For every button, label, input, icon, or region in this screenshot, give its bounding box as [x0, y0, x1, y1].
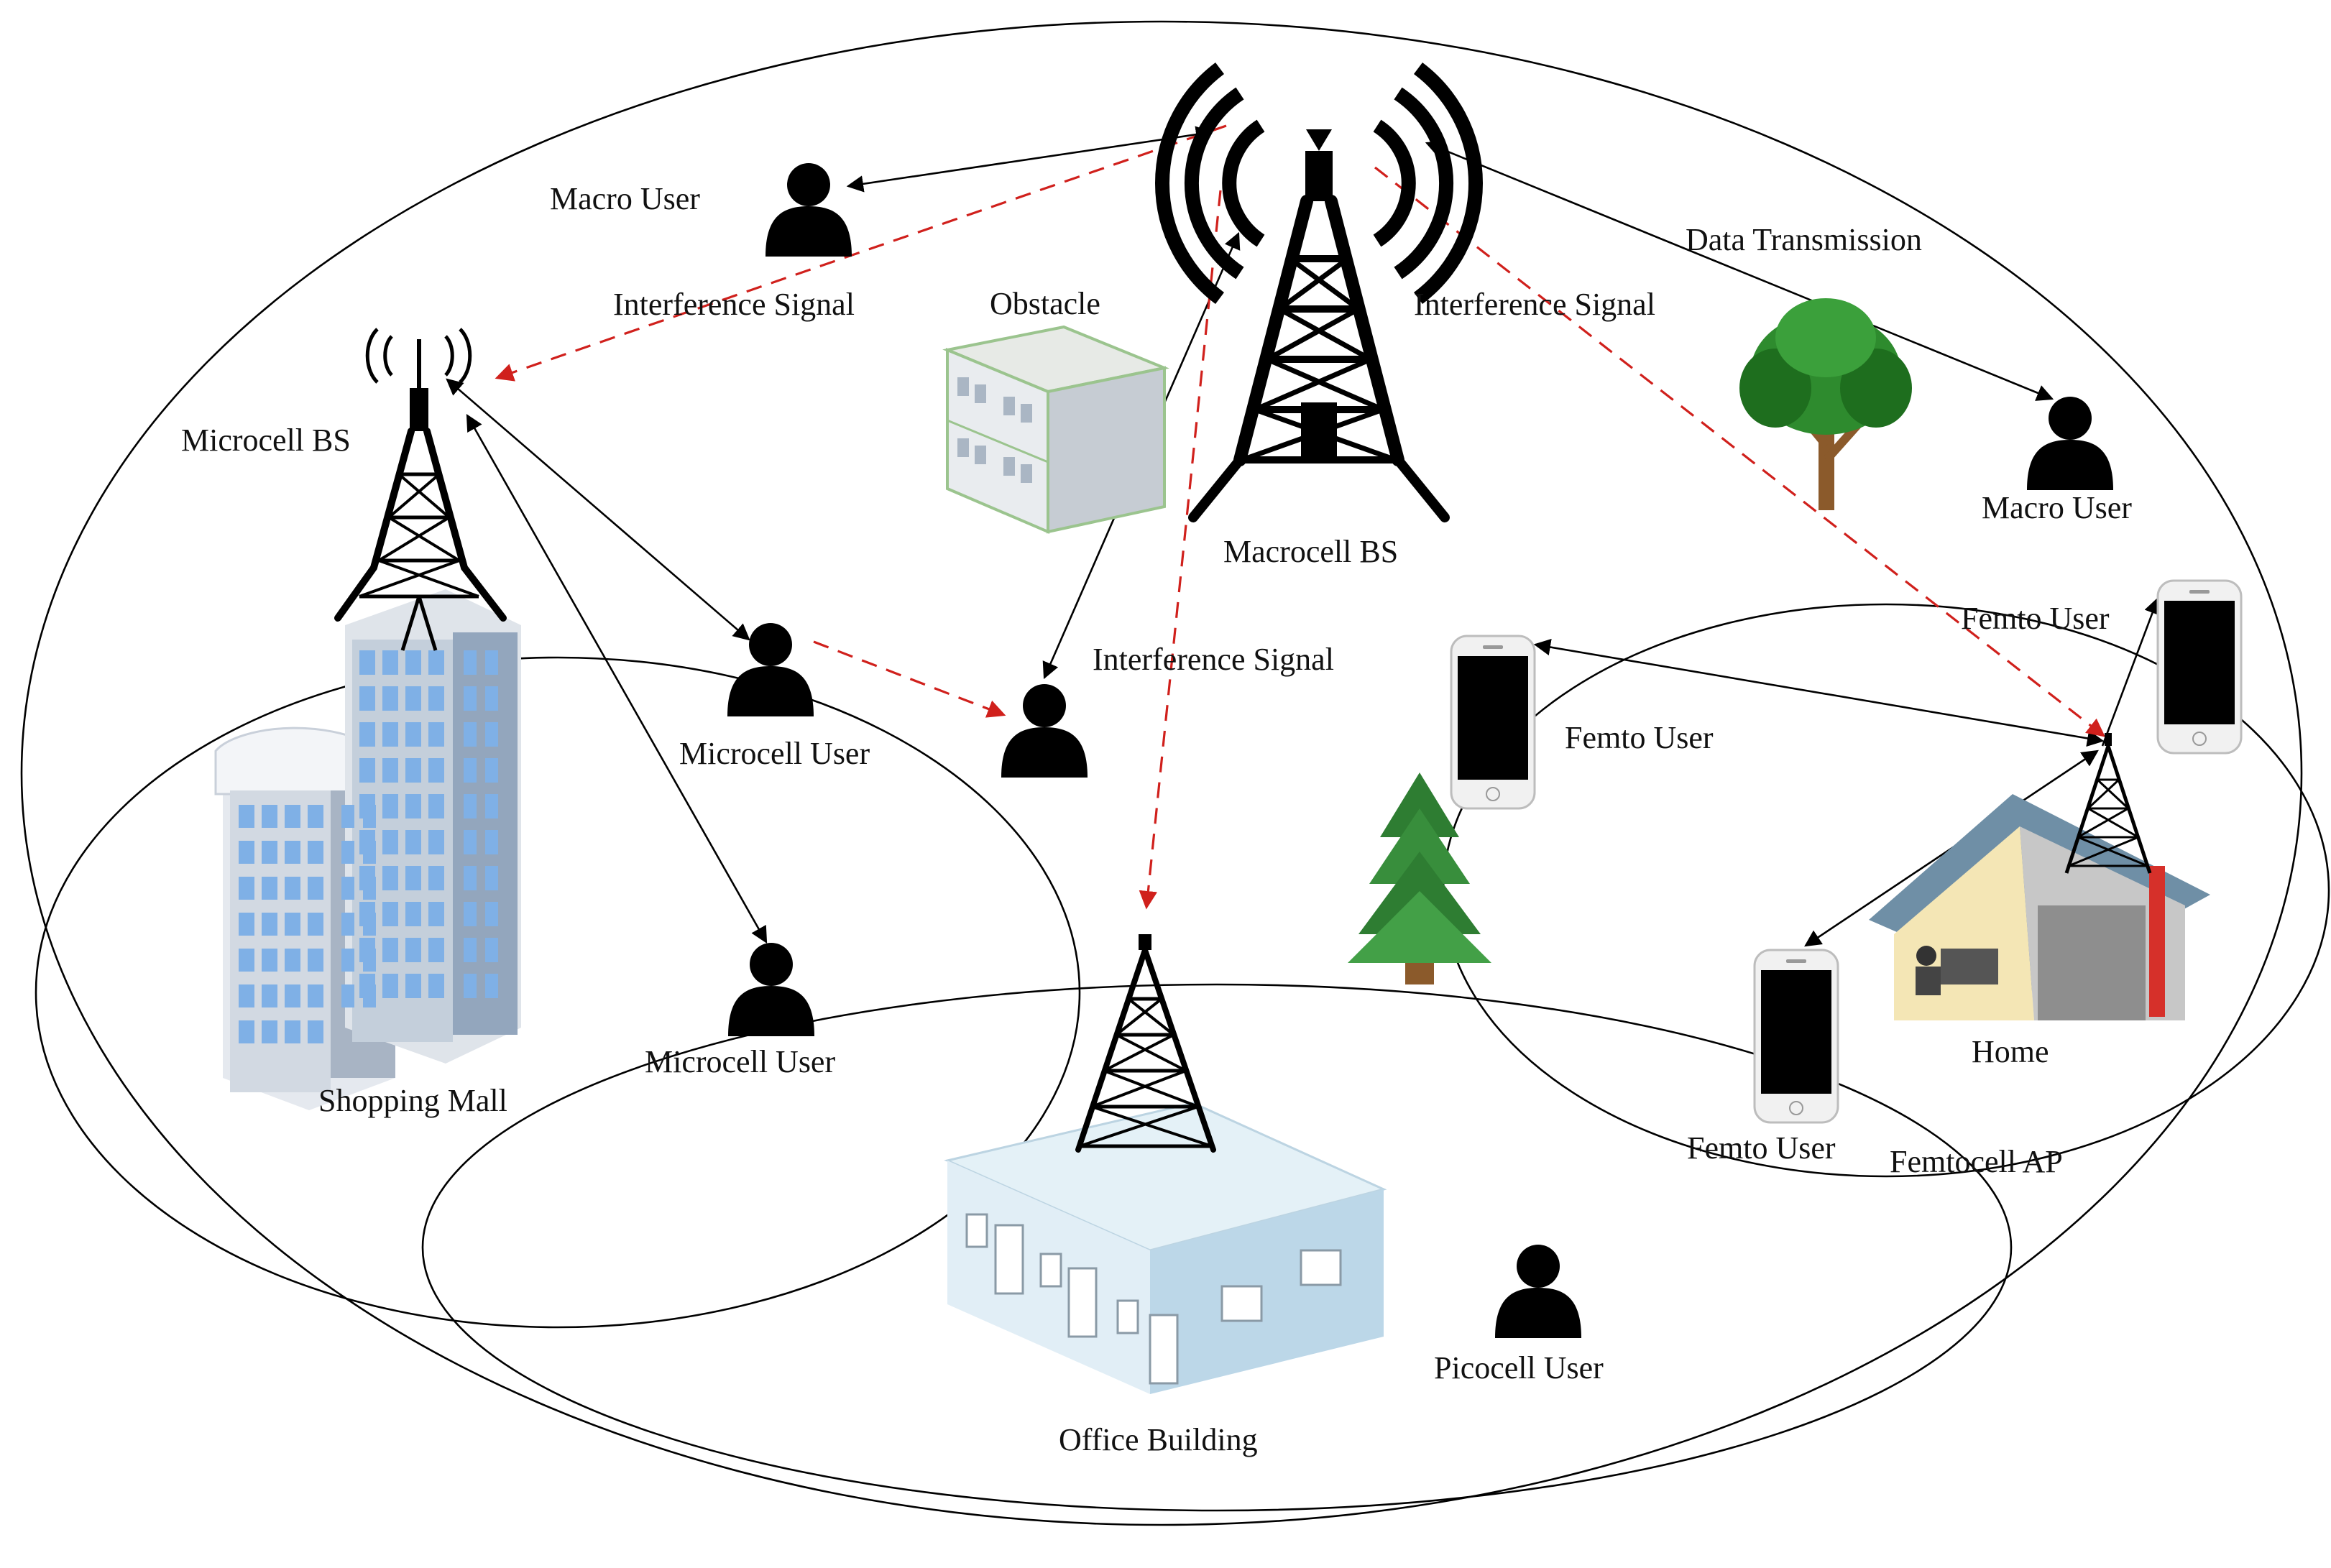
label-femto-user-3: Femto User	[1687, 1130, 1836, 1166]
link-femto-ap-user-1	[1533, 638, 2105, 747]
label-microcell-user-1: Microcell User	[679, 736, 870, 771]
label-interference-right: Interference Signal	[1414, 287, 1655, 322]
interference-to-picocell-bs	[1139, 190, 1222, 910]
label-femtocell-ap: Femtocell AP	[1890, 1144, 2063, 1179]
deciduous-tree-icon	[1739, 298, 1912, 510]
obstacle-building-icon	[942, 325, 1169, 535]
shopping-mall-building-icon	[214, 589, 521, 1110]
label-office-building: Office Building	[1059, 1422, 1258, 1457]
label-picocell-user: Picocell User	[1434, 1350, 1604, 1385]
macrocell-boundary	[20, 20, 2303, 1526]
label-macro-user-1: Macro User	[550, 181, 700, 216]
label-home: Home	[1972, 1034, 2049, 1069]
label-macro-user-2: Macro User	[1982, 490, 2132, 525]
label-shopping-mall: Shopping Mall	[318, 1083, 507, 1118]
label-data-transmission: Data Transmission	[1686, 222, 1922, 257]
label-obstacle: Obstacle	[990, 286, 1100, 321]
microcell-user-1-person-icon	[727, 623, 814, 716]
label-microcell-user-2: Microcell User	[645, 1044, 835, 1079]
picocell-boundary	[421, 983, 2013, 1512]
femto-user-1-phone-icon	[1450, 635, 1536, 810]
label-macrocell-bs: Macrocell BS	[1223, 534, 1398, 569]
link-microcell-bs-user-2	[466, 413, 768, 944]
interference-to-microcell-bs	[495, 124, 1227, 382]
label-interference-center: Interference Signal	[1093, 642, 1334, 677]
label-interference-left: Interference Signal	[613, 287, 855, 322]
picocell-user-person-icon	[1495, 1245, 1581, 1338]
microcell-boundary	[35, 656, 1081, 1329]
picocell-bs-tower-icon	[1075, 934, 1216, 1153]
microcell-bs-tower-icon	[334, 328, 507, 651]
femtocell-ap-tower-icon	[2064, 733, 2152, 874]
femto-user-3-phone-icon	[1753, 949, 1839, 1124]
macro-user-2-person-icon	[2027, 397, 2113, 490]
link-macro-bs-macro-user-2	[1425, 141, 2054, 401]
link-macro-bs-macro-user-1	[846, 126, 1213, 193]
label-femto-user-2: Femto User	[1961, 601, 2110, 636]
label-femto-user-1: Femto User	[1565, 720, 1714, 755]
macrocell-bs-tower-icon	[1155, 63, 1483, 522]
microcell-user-2-person-icon	[728, 943, 814, 1036]
pine-tree-icon	[1348, 773, 1491, 984]
home-house-icon	[1869, 794, 2210, 1020]
picocell-link-user-person-icon	[1001, 684, 1088, 778]
interference-microcell-to-picocell-user	[813, 640, 1006, 718]
label-microcell-bs: Microcell BS	[181, 423, 351, 458]
femto-user-2-phone-icon	[2156, 579, 2243, 755]
link-femto-ap-user-2	[2101, 596, 2161, 747]
macro-user-1-person-icon	[765, 163, 852, 257]
office-building-icon	[944, 934, 1387, 1394]
